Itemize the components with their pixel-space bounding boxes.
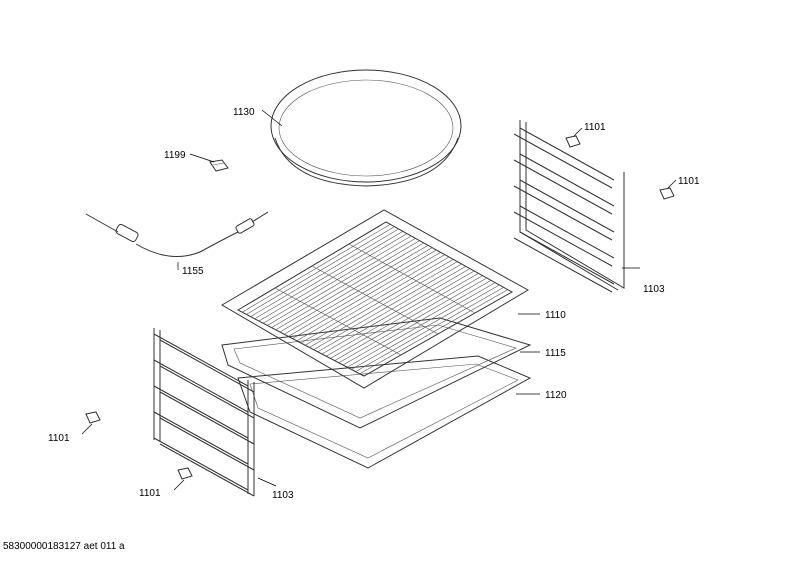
label-1103-right: 1103 [643, 284, 665, 295]
label-1101-left: 1101 [48, 433, 70, 444]
rail-rung [513, 185, 613, 241]
rail-rung [513, 211, 613, 267]
label-1199: 1199 [164, 150, 186, 161]
side-rail-right [513, 120, 625, 293]
rail-rung [513, 133, 613, 189]
rail-rung [159, 443, 255, 497]
rail-clip-left [85, 411, 101, 424]
label-1101-top-right: 1101 [584, 122, 606, 133]
clip-part [209, 159, 229, 172]
rail-rung [159, 365, 255, 419]
rail-rung [519, 179, 615, 233]
rail-rung [153, 333, 249, 387]
deep-tray [237, 355, 532, 469]
rail-rung [519, 205, 615, 259]
label-1101-right: 1101 [678, 176, 700, 187]
label-1110: 1110 [545, 310, 566, 321]
rail-rung [153, 411, 249, 465]
meat-probe [85, 211, 269, 257]
rack-crossbar [348, 243, 476, 314]
side-rail-left [153, 328, 255, 497]
rail-rung [153, 437, 249, 491]
rail-rung [513, 159, 613, 215]
round-baking-pan [270, 69, 462, 187]
rack-crossbar [311, 265, 439, 335]
rail-rung [159, 417, 255, 471]
label-1130: 1130 [233, 107, 255, 118]
rail-rung [519, 127, 615, 181]
rail-clip-right [659, 187, 675, 200]
flat-tray [221, 317, 532, 429]
rail-rung [519, 153, 615, 207]
rail-rung [153, 385, 249, 439]
rail-rung [519, 231, 615, 285]
label-1155: 1155 [182, 266, 204, 277]
rail-rung [159, 339, 255, 393]
rail-rung [159, 391, 255, 445]
label-1115: 1115 [545, 348, 566, 359]
wire-rack [221, 209, 530, 389]
rail-clip-top-right [565, 135, 581, 148]
label-1103-left: 1103 [272, 490, 294, 501]
rail-rung [513, 237, 613, 293]
label-1120: 1120 [545, 390, 567, 401]
rail-rung [153, 359, 249, 413]
rack-crossbar [274, 287, 402, 356]
label-1101-bottom: 1101 [139, 488, 161, 499]
document-code: 58300000183127 aet 011 a [3, 541, 125, 552]
rail-clip-bottom [177, 467, 193, 480]
